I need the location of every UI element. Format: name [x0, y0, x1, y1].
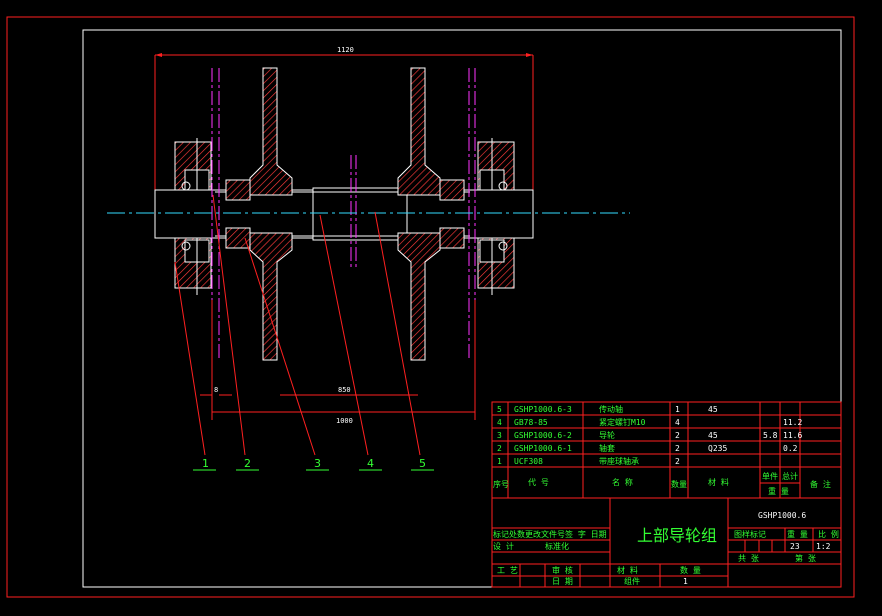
bom-row-no: 2	[497, 444, 502, 453]
bom-row-no: 4	[497, 418, 502, 427]
bom-header-weight: 重 量	[768, 486, 789, 496]
bom-row-name: 紧定螺钉M10	[599, 417, 646, 427]
title-component: 组件	[624, 576, 640, 586]
bom-row-no: 5	[497, 405, 502, 414]
bom-row-material: Q235	[708, 444, 727, 453]
bom-header-unit: 单件	[762, 471, 778, 481]
title-design: 设 计	[493, 541, 514, 551]
bom-row-unit: 5.8	[763, 431, 778, 440]
title-scale-label: 比 例	[818, 529, 839, 539]
bom-row-name: 传动轴	[599, 404, 623, 414]
title-audit: 审 核	[552, 565, 573, 575]
bom-header-name: 名 称	[612, 477, 633, 487]
balloon-3: 3	[314, 457, 321, 470]
bom-row-code: GSHP1000.6-1	[514, 444, 572, 453]
title-quantity: 数 量	[680, 565, 701, 575]
bom-row-no: 1	[497, 457, 502, 466]
bom-row-name: 带座球轴承	[599, 456, 639, 466]
dim-overall: 1120	[337, 46, 354, 54]
title-sheet-no: 第 张	[795, 553, 816, 563]
outer-border	[6, 16, 855, 598]
bom-table	[491, 401, 842, 499]
title-row1: 标记处数更改文件号签 字 日期	[493, 529, 607, 539]
title-scale: 1:2	[816, 542, 831, 551]
dim-small: 8	[214, 386, 218, 394]
balloon-1: 1	[202, 457, 209, 470]
bom-row-material: 45	[708, 431, 718, 440]
assembly-view	[107, 53, 630, 471]
bom-row-total: 11.6	[783, 431, 802, 440]
drawing-title: 上部导轮组	[637, 526, 717, 545]
bom-row-material: 45	[708, 405, 718, 414]
bom-row-qty: 4	[675, 418, 680, 427]
drawing-code: GSHP1000.6	[758, 511, 806, 520]
title-material: 材 料	[617, 565, 638, 575]
title-weight-label: 重 量	[787, 529, 808, 539]
title-weight: 23	[790, 542, 800, 551]
bom-header-total: 总计	[782, 471, 798, 481]
bom-header-qty: 数量	[671, 479, 687, 489]
inner-border	[82, 29, 842, 588]
bom-header-remark: 备 注	[810, 479, 831, 489]
bom-row-code: GSHP1000.6-3	[514, 405, 572, 414]
bom-row-total: 11.2	[783, 418, 802, 427]
bom-header-code: 代 号	[528, 477, 549, 487]
balloon-4: 4	[367, 457, 374, 470]
bom-rows: 5 GSHP1000.6-3 传动轴 1 45 11.2 4 GB78-85 紧…	[493, 404, 831, 496]
title-date: 日 期	[552, 577, 573, 586]
dim-center-span: 1000	[336, 417, 353, 425]
title-block	[491, 497, 842, 588]
title-process: 工 艺	[497, 566, 518, 575]
bom-row-qty: 2	[675, 457, 680, 466]
bom-header-material: 材 料	[708, 477, 729, 487]
bom-row-name: 导轮	[599, 430, 615, 440]
bom-header-no: 序号	[493, 479, 509, 489]
title-standard: 标准化	[545, 541, 569, 551]
dim-hub-span: 850	[338, 386, 351, 394]
bom-row-code: GSHP1000.6-2	[514, 431, 572, 440]
bom-row-total: 0.2	[783, 444, 798, 453]
bom-row-code: GB78-85	[514, 418, 548, 427]
bom-row-qty: 2	[675, 444, 680, 453]
balloon-5: 5	[419, 457, 426, 470]
bom-row-name: 轴套	[599, 443, 615, 453]
bom-row-qty: 1	[675, 405, 680, 414]
title-drawing-mark: 图样标记	[734, 529, 766, 539]
bom-row-qty: 2	[675, 431, 680, 440]
balloon-2: 2	[244, 457, 251, 470]
bom-row-code: UCF308	[514, 457, 543, 466]
title-component-qty: 1	[683, 577, 688, 586]
bom-row-no: 3	[497, 431, 502, 440]
title-total-sheets: 共 张	[738, 554, 759, 563]
